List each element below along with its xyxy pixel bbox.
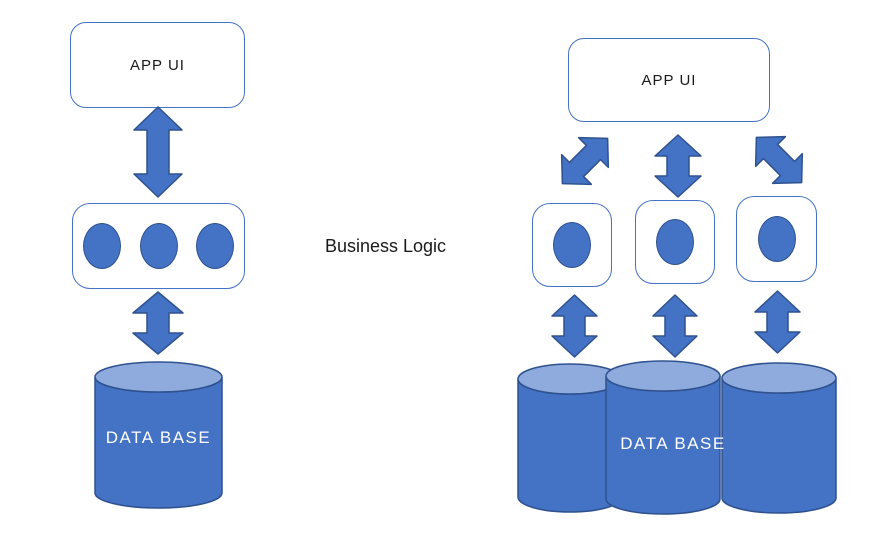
logic-node-circle <box>553 222 591 268</box>
database-cylinder-icon <box>94 361 223 509</box>
cylinder-top <box>721 362 837 394</box>
right-app-ui-box: APP UI <box>568 38 770 122</box>
left-app-ui-label: APP UI <box>130 56 185 74</box>
left-database-cylinder: DATA BASE <box>94 361 223 509</box>
double-arrow-vertical-icon <box>132 291 184 355</box>
double-arrow-diagonal-icon <box>754 135 804 185</box>
logic-node-circle <box>656 219 694 265</box>
right-database-cylinder-2 <box>605 360 721 515</box>
business-logic-caption: Business Logic <box>324 236 447 256</box>
logic-node-circle <box>83 223 121 269</box>
right-app-ui-label: APP UI <box>641 71 697 89</box>
cylinder-top <box>94 361 223 393</box>
logic-node-circle <box>196 223 234 269</box>
right-database-cylinder-1 <box>517 363 623 513</box>
left-app-ui-box: APP UI <box>70 22 245 108</box>
right-logic-box-3 <box>736 196 817 282</box>
right-logic-box-1 <box>532 203 612 287</box>
right-database-label: DATA BASE <box>620 434 726 453</box>
logic-node-circle <box>757 216 796 262</box>
left-database-label: DATA BASE <box>105 428 212 447</box>
double-arrow-vertical-icon <box>133 106 183 198</box>
double-arrow-vertical-icon <box>652 294 698 358</box>
left-business-logic-box <box>72 203 245 289</box>
double-arrow-vertical-icon <box>654 134 702 198</box>
double-arrow-vertical-icon <box>551 294 598 358</box>
right-database-cylinder-3 <box>721 362 837 514</box>
cylinder-top <box>605 360 721 392</box>
double-arrow-diagonal-icon <box>560 136 610 186</box>
double-arrow-vertical-icon <box>754 290 801 354</box>
cylinder-body <box>721 377 837 514</box>
right-logic-box-2 <box>635 200 715 284</box>
logic-node-circle <box>139 223 178 269</box>
